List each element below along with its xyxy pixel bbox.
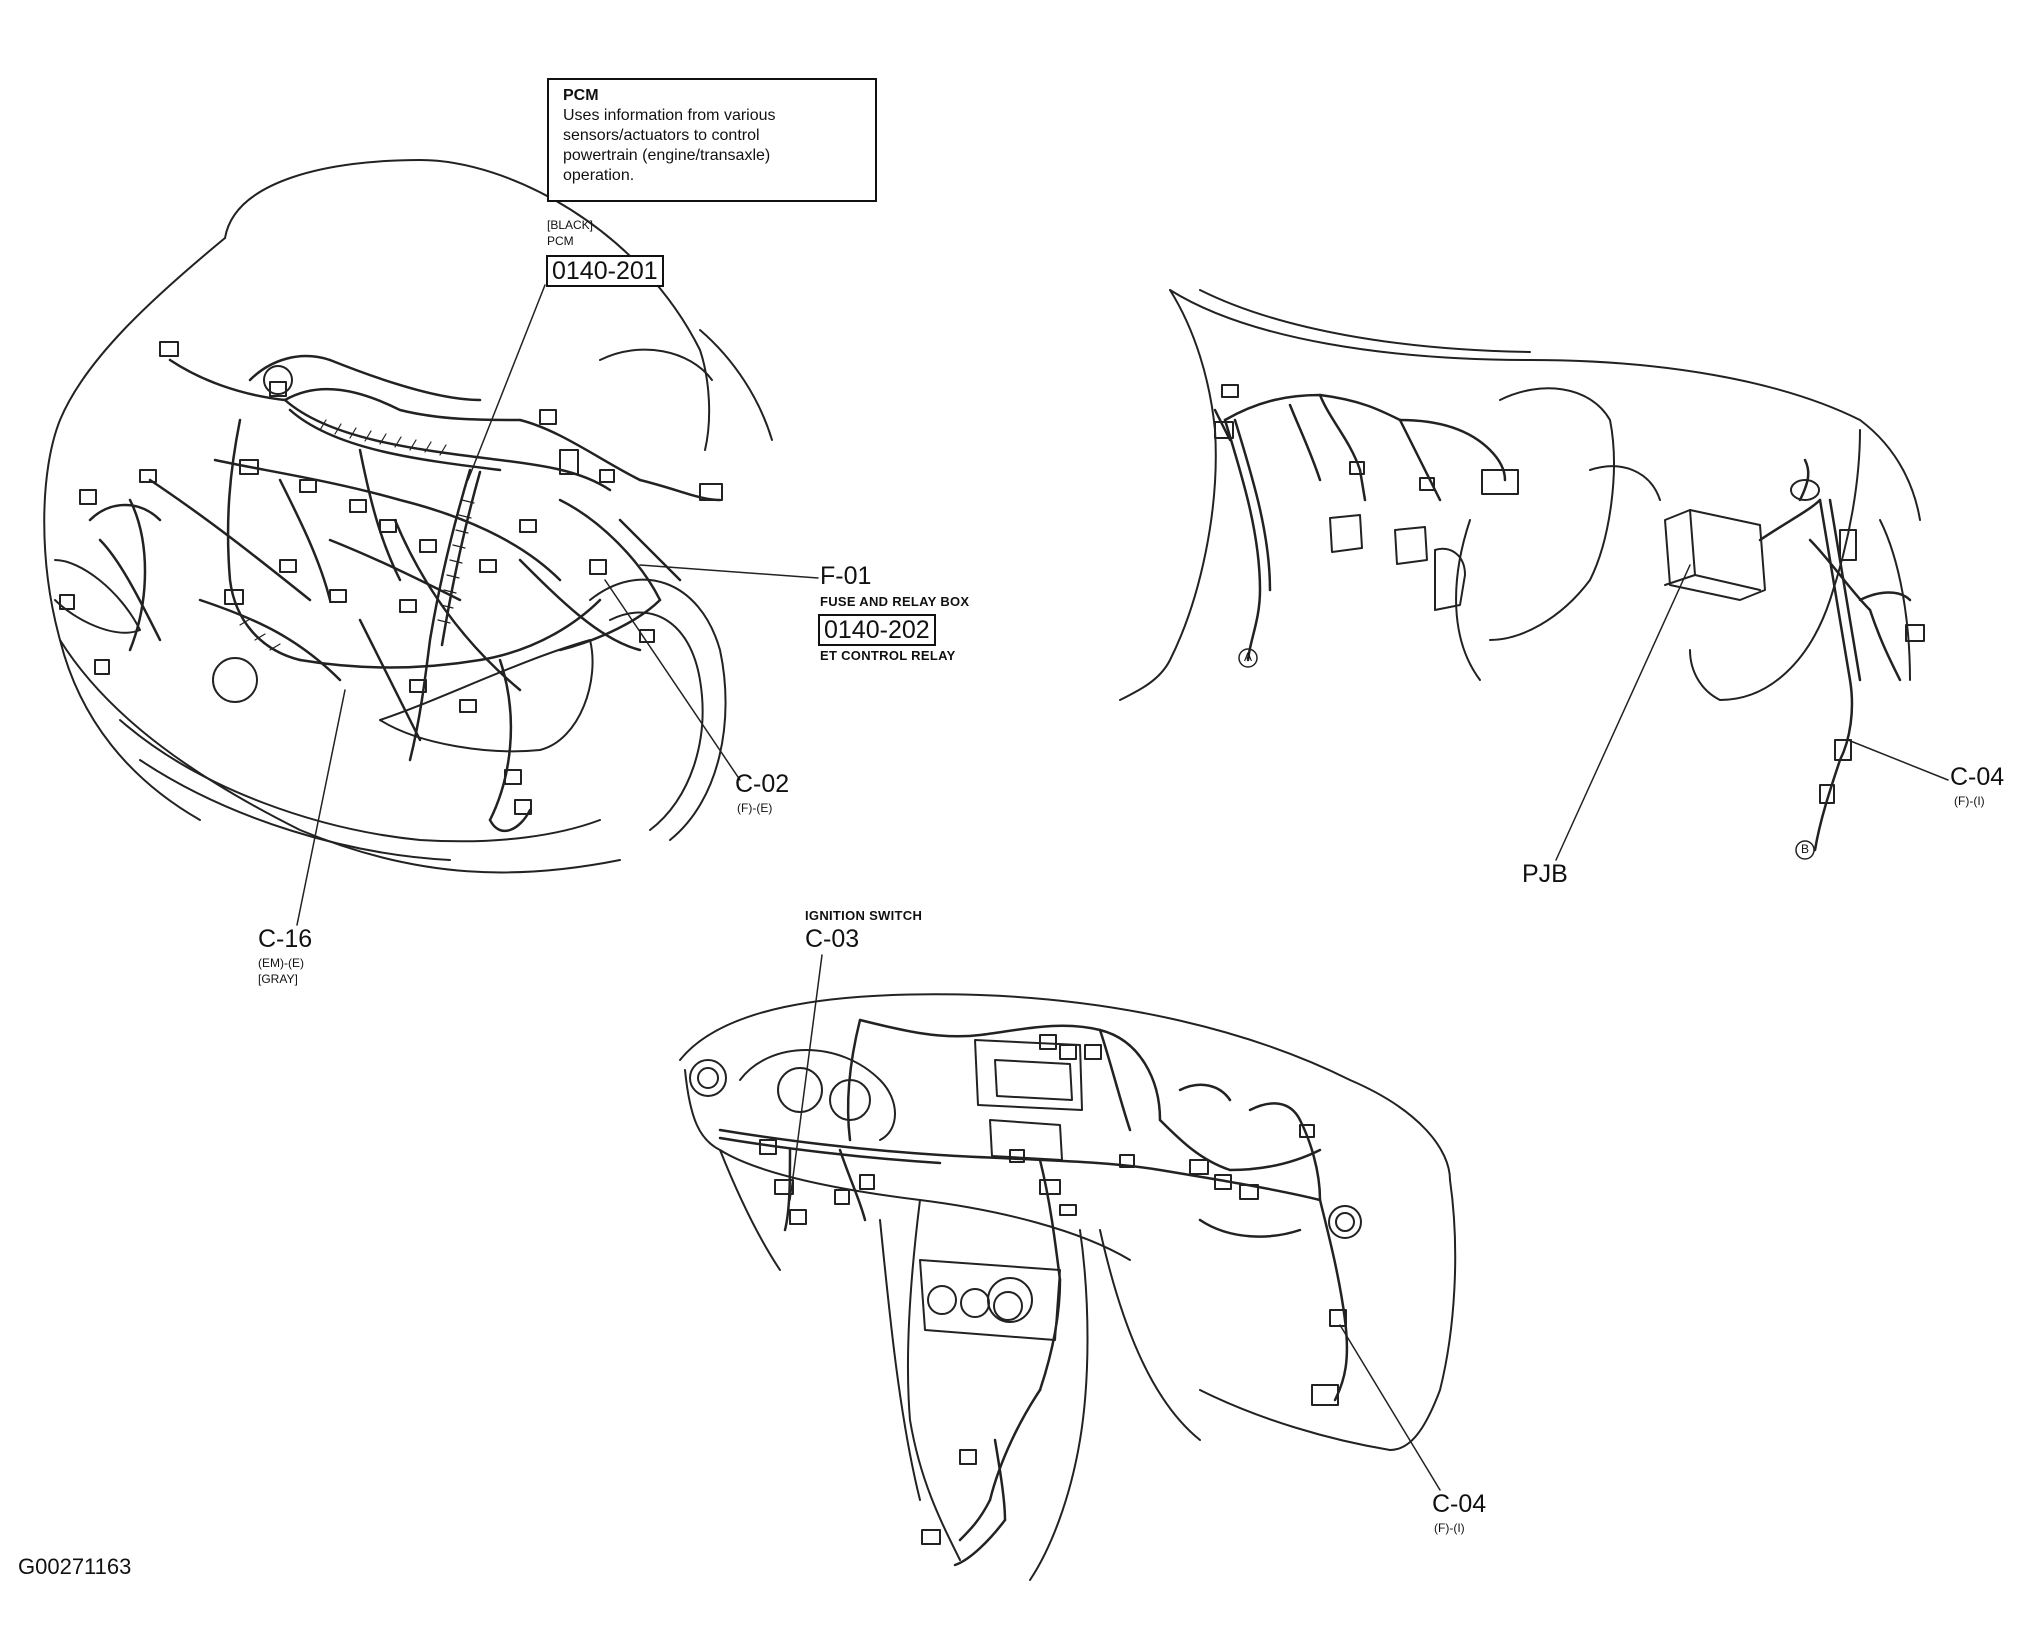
- c03-id-label: C-03: [805, 925, 860, 953]
- c02-leader-line: [604, 579, 741, 781]
- grille-outline: [119, 719, 601, 843]
- pedal: [1394, 526, 1428, 565]
- pjb-id-label: PJB: [1522, 860, 1568, 888]
- f01-leader-line: [639, 564, 819, 579]
- c16-color-note: [GRAY]: [258, 972, 298, 986]
- c03-leader-line: [789, 954, 823, 1201]
- c04-bottom-sub-label: (F)-(I): [1434, 1521, 1465, 1535]
- footwell-connectors: [1214, 384, 1519, 495]
- marker-b-label: B: [1801, 842, 1810, 856]
- c16-id-label: C-16: [258, 925, 313, 953]
- fog-lamp: [212, 657, 258, 703]
- c16-sub-label: (EM)-(E): [258, 956, 304, 970]
- vent-left: [689, 1059, 727, 1097]
- harness-hatching: [239, 419, 475, 651]
- f01-name-label: FUSE AND RELAY BOX: [820, 594, 970, 609]
- c04-bottom-leader-line: [1339, 1324, 1441, 1491]
- c04-top-sub-label: (F)-(I): [1954, 794, 1985, 808]
- f01-relay-label: ET CONTROL RELAY: [820, 648, 956, 663]
- pjb-leader-line: [1555, 564, 1691, 861]
- marker-a-circle: [1238, 648, 1258, 668]
- windshield-outline: [699, 329, 773, 441]
- pjb-connectors: [1790, 479, 1925, 804]
- center-display: [974, 1039, 1083, 1111]
- front-wheel-arch: [589, 578, 727, 841]
- f01-code-box: 0140-202: [818, 614, 936, 646]
- c04-bottom-id-label: C-04: [1432, 1490, 1487, 1518]
- vent-right: [1328, 1205, 1362, 1239]
- pcm-color-note: [BLACK]: [547, 218, 594, 232]
- pjb-harness: [1758, 458, 1912, 852]
- headlight-left: [54, 559, 141, 634]
- pedal: [1329, 514, 1363, 553]
- bumper-outline: [59, 639, 621, 874]
- c02-sub-label: (F)-(E): [737, 801, 773, 815]
- body-left-outline: [43, 237, 226, 821]
- dashboard-top-outline: [679, 993, 1451, 1181]
- dashboard-connectors: [759, 1034, 1347, 1545]
- pcm-description-callout: PCM Uses information from various sensor…: [547, 78, 877, 202]
- callout-description: Uses information from various sensors/ac…: [563, 107, 776, 184]
- footwell-view: [1119, 289, 1949, 861]
- dashboard-harness: [718, 1018, 1349, 1567]
- ignition-switch-label: IGNITION SWITCH: [805, 908, 923, 923]
- marker-a-label: A: [1244, 650, 1253, 664]
- pcm-name-label: PCM: [547, 234, 574, 248]
- c02-id-label: C-02: [735, 770, 790, 798]
- engine-harness: [88, 354, 722, 832]
- engine-bay-view: [43, 159, 819, 926]
- headlight-right: [379, 639, 594, 753]
- c04-top-id-label: C-04: [1950, 763, 2005, 791]
- figure-id-label: G00271163: [18, 1554, 132, 1579]
- c16-leader-line: [296, 689, 346, 926]
- pcm-leader-line: [467, 284, 546, 481]
- pedal-box-panel: [1489, 387, 1615, 641]
- hvac-knob: [927, 1285, 957, 1315]
- center-console: [907, 1199, 961, 1561]
- pedal: [1434, 547, 1466, 611]
- engine-connectors: [59, 341, 723, 815]
- c04-top-leader-line: [1847, 739, 1949, 781]
- dashboard-view: [679, 954, 1457, 1581]
- hood-outline: [224, 159, 711, 451]
- gauge-cluster: [739, 1049, 896, 1141]
- marker-b-circle: [1795, 840, 1815, 860]
- pcm-code-box: 0140-201: [546, 255, 664, 287]
- f01-id-label: F-01: [820, 562, 872, 590]
- callout-title: PCM: [563, 87, 599, 104]
